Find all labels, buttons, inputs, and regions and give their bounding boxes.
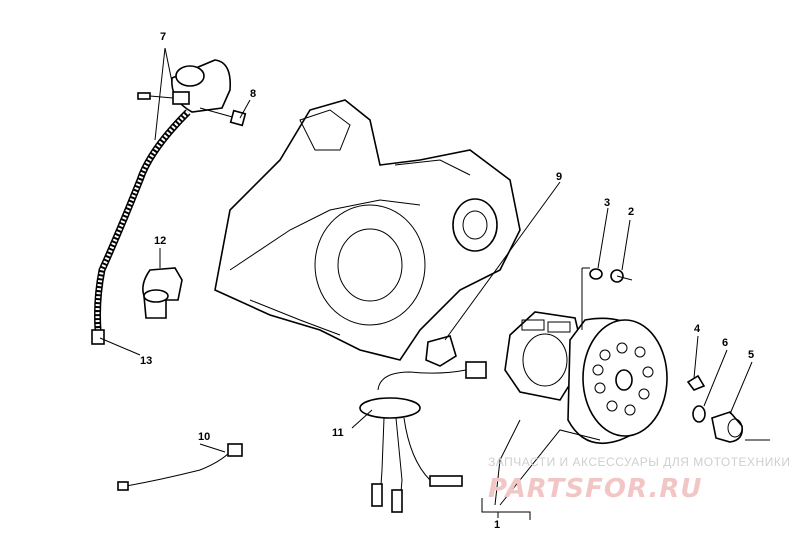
flywheel <box>567 317 668 444</box>
ignition-coil <box>137 59 232 113</box>
spark-plug-cap <box>142 267 183 319</box>
wiring-harness <box>359 361 487 513</box>
screw-and-washer <box>589 268 633 283</box>
crankcase <box>214 99 521 361</box>
callout-11: 11 <box>332 427 344 439</box>
callout-13: 13 <box>140 355 152 367</box>
callout-9: 9 <box>556 171 562 183</box>
callout-4: 4 <box>694 323 701 335</box>
callout-6: 6 <box>722 337 728 349</box>
callout-5: 5 <box>748 349 754 361</box>
key-washer-nut <box>686 374 744 443</box>
watermark-caption: ЗАПЧАСТИ И АКСЕССУАРЫ ДЛЯ МОТОТЕХНИКИ <box>488 455 790 469</box>
watermark-logo: PARTSFOR.RU <box>488 474 702 504</box>
grommet <box>425 335 457 367</box>
callout-3: 3 <box>604 197 610 209</box>
callout-12: 12 <box>154 235 166 247</box>
callout-8: 8 <box>250 88 256 100</box>
callout-1: 1 <box>494 519 500 531</box>
callout-2: 2 <box>628 206 634 218</box>
ht-lead <box>91 109 191 345</box>
sensor-wire <box>117 443 243 491</box>
callout-7: 7 <box>160 31 166 43</box>
callout-lines <box>99 47 770 520</box>
callout-10: 10 <box>198 431 210 443</box>
